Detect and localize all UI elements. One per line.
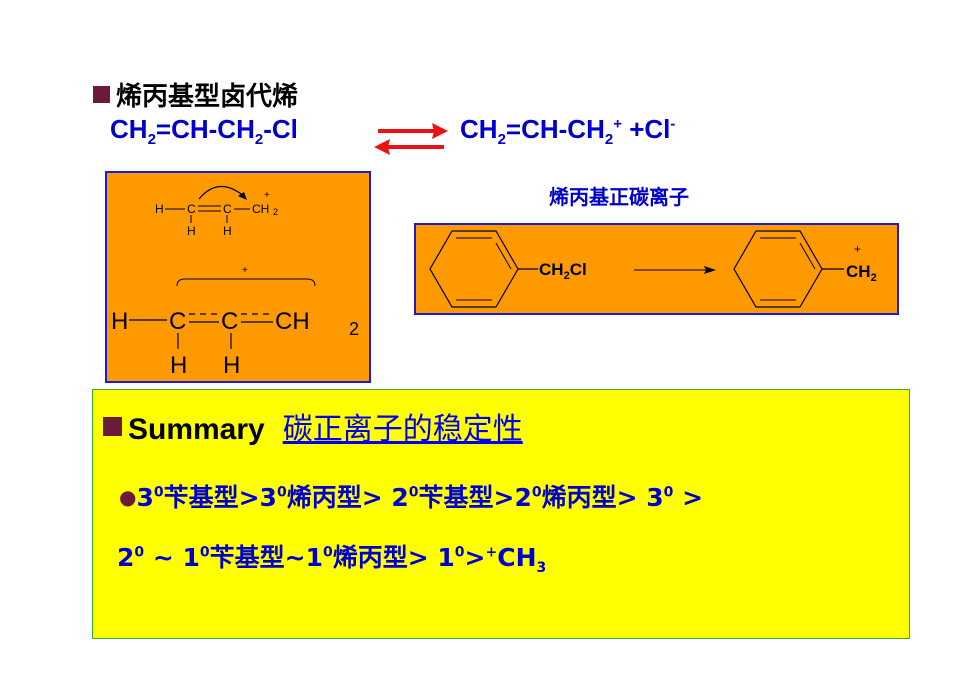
square-bullet-icon-2: [103, 417, 122, 436]
benzene-ring-icon-2: [733, 230, 823, 308]
svg-text:CH2: CH2: [846, 262, 877, 284]
summary-line-1: ●30苄基型>30烯丙型> 20苄基型>20烯丙型> 30 >: [119, 483, 704, 512]
svg-text:C: C: [187, 202, 196, 216]
benzyl-reaction-diagram: CH2Cl + CH2: [429, 230, 877, 308]
equation-product: CH2=CH-CH2+ +Cl-: [460, 114, 676, 149]
svg-text:C: C: [169, 308, 186, 335]
stability-link[interactable]: 碳正离子的稳定性: [282, 412, 523, 447]
equation-reactant: CH2=CH-CH2-Cl: [110, 114, 298, 149]
reaction-arrow-icon: [704, 266, 716, 274]
svg-text:2: 2: [273, 207, 278, 217]
benzene-ring-icon: [429, 230, 519, 308]
electron-arrow-icon: [198, 185, 246, 200]
title-text: 烯丙基型卤代烯: [116, 82, 299, 112]
svg-text:2: 2: [349, 319, 359, 339]
svg-text:CH2Cl: CH2Cl: [539, 260, 587, 282]
brace-icon: [176, 278, 316, 287]
svg-text:H: H: [170, 352, 187, 379]
svg-text:H: H: [223, 352, 240, 379]
allyl-structure-diagram: H C C CH 2 + H H + H C C CH 2 H H: [111, 185, 359, 379]
svg-text:C: C: [221, 308, 238, 335]
slide-title: 烯丙基型卤代烯: [93, 76, 298, 113]
svg-text:+: +: [854, 242, 861, 256]
small-h: H: [155, 202, 164, 216]
svg-text:+: +: [242, 265, 248, 276]
allyl-cation-box: H C C CH 2 + H H + H C C CH 2 H H: [105, 171, 371, 383]
round-bullet-icon: ●: [119, 485, 137, 509]
svg-text:H: H: [187, 224, 196, 238]
svg-text:H: H: [111, 308, 128, 335]
svg-text:C: C: [223, 202, 232, 216]
svg-text:CH: CH: [252, 202, 269, 216]
summary-line-2: 20 ~ 10苄基型~10烯丙型> 10>+CH3: [117, 543, 547, 576]
square-bullet-icon: [93, 86, 110, 103]
benzyl-reaction-box: CH2Cl + CH2: [414, 223, 899, 315]
svg-text:+: +: [264, 190, 270, 201]
svg-text:H: H: [223, 224, 232, 238]
equilibrium-arrows-icon: [374, 123, 448, 155]
allyl-cation-caption: 烯丙基正碳离子: [549, 185, 689, 209]
svg-text:CH: CH: [275, 308, 310, 335]
